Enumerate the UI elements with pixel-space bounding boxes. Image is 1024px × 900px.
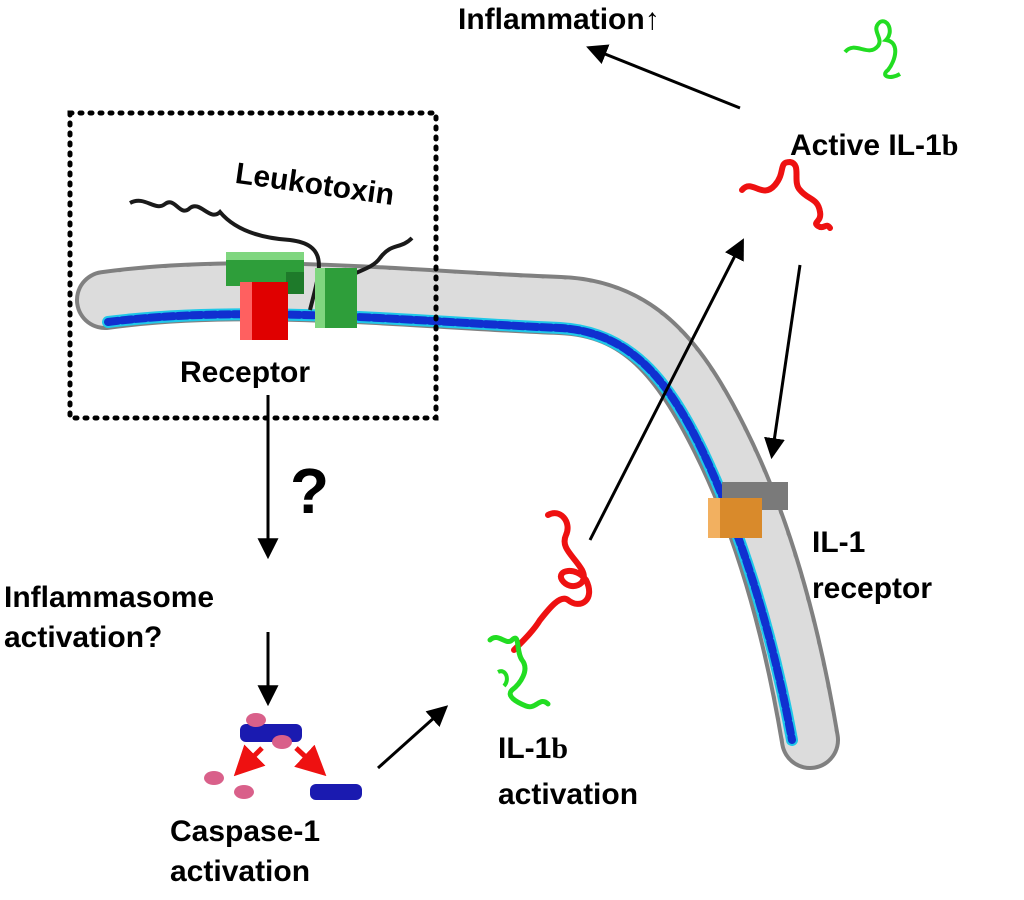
- inflammasome-label: Inflammasome activation?: [4, 581, 215, 654]
- protein-squiggle-icon: [843, 19, 902, 79]
- active-il1b-squiggle-icon: [739, 158, 833, 231]
- toxin-pore-blocks: [226, 252, 357, 328]
- pro-il1b-icon: [487, 510, 593, 710]
- receptor-label: Receptor: [180, 356, 311, 389]
- inflammation-text: Inflammation: [458, 3, 645, 36]
- inflammation-label: Inflammation↑: [458, 2, 660, 38]
- il1-receptor-icon: [708, 482, 788, 538]
- active-il1b-label: Active IL-1b: [790, 129, 959, 162]
- up-arrow-icon: ↑: [644, 3, 660, 36]
- receptor-icon: [240, 282, 288, 340]
- caspase-label: Caspase-1 activation: [170, 815, 321, 888]
- il1b-activation-label: IL-1b activation: [498, 732, 639, 811]
- question-mark: ?: [290, 455, 330, 527]
- caspase-cleavage-icon: [204, 713, 362, 800]
- il1-receptor-label: IL-1 receptor: [812, 526, 933, 605]
- pathway-arrows: [257, 44, 802, 770]
- leukotoxin-receptor-box: [67, 110, 439, 421]
